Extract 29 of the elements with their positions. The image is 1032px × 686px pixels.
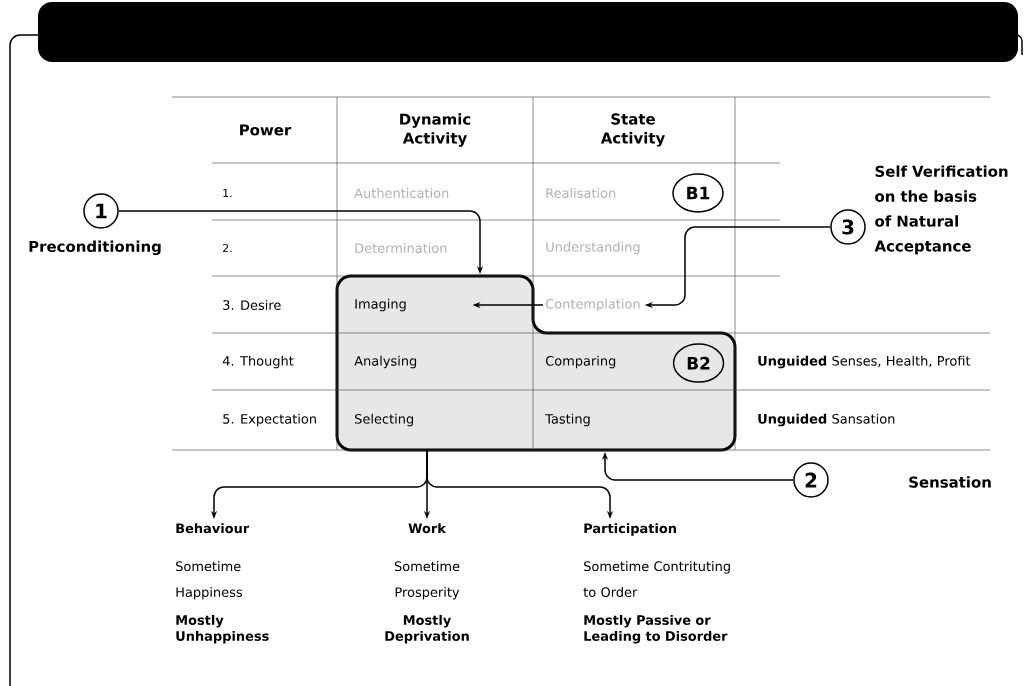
annotation-text: Sensation <box>909 476 991 488</box>
outcome-text: Participation Sometime Contrituting to Order Mostly Passive or Leading to Disorder <box>583 523 730 644</box>
table-cell-text: 5. Expectation <box>223 413 316 427</box>
table-cell-text: Selecting <box>355 413 413 427</box>
badge: B2 <box>672 343 725 383</box>
table-cell-text: Authentication <box>354 188 449 198</box>
row-number: 1. <box>223 189 232 197</box>
row-number: 2. <box>223 243 232 253</box>
highlight-region <box>335 274 737 452</box>
table-cell-text: Realisation <box>546 188 616 198</box>
table-cell-text: Unguided Senses, Health, Profit <box>758 355 971 369</box>
cell-text: Contemplation <box>545 298 640 312</box>
outcome-text: Work Sometime Prosperity Mostly Deprivation <box>385 523 469 644</box>
column-header: Power <box>240 124 292 136</box>
table-cell-text: Determination <box>355 243 447 253</box>
annotation-text: Preconditioning <box>29 240 161 256</box>
outcome-text: Behaviour Sometime Happiness Mostly Unhappiness <box>176 523 269 644</box>
table-cell-text: Analysing <box>354 355 417 369</box>
table-cell-text: 3. Desire <box>223 300 281 310</box>
column-header: Dynamic Activity <box>400 113 471 147</box>
badge: B1 <box>672 173 724 213</box>
table-cell-text: 4. Thought <box>222 355 294 369</box>
table-cell-text: Tasting <box>545 413 590 427</box>
table-cell-text: Understanding <box>546 241 640 255</box>
annotation-text: Self Verification on the basis of Natural Acceptance <box>874 165 1008 255</box>
column-header: State Activity <box>600 113 665 147</box>
table-cell-text: Comparing <box>545 355 616 369</box>
table-cell-text: Imaging <box>355 298 406 312</box>
table-cell-text: Unguided Sansation <box>758 413 895 427</box>
